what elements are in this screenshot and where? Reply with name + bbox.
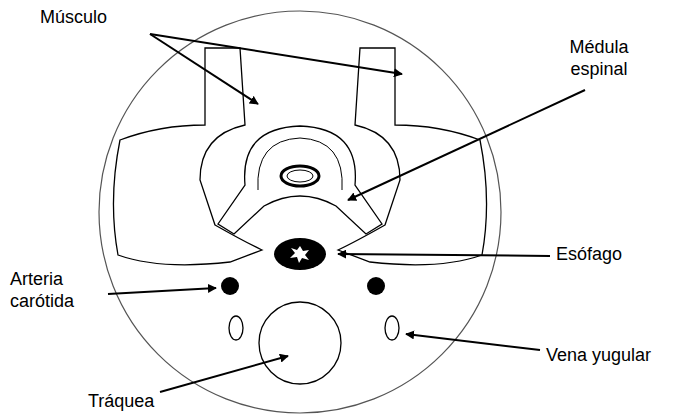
- esophagus: [274, 238, 326, 270]
- muscle-right: [338, 48, 487, 265]
- part-label: Tráquea: [88, 390, 154, 412]
- spinal-canal-inner: [287, 170, 313, 182]
- part-label: Vena yugular: [546, 344, 651, 366]
- leader-arrow: [150, 34, 402, 74]
- jugular-left: [229, 316, 243, 340]
- jugular-right: [385, 316, 399, 340]
- leader-arrow: [150, 34, 258, 104]
- leader-arrow: [108, 288, 216, 294]
- part-label: Músculo: [40, 6, 107, 28]
- neck-outline: [99, 11, 501, 413]
- carotid-right: [367, 277, 385, 295]
- vertebra: [218, 126, 382, 234]
- part-label: Médula espinal: [553, 36, 645, 80]
- leader-arrow: [348, 90, 585, 200]
- leader-arrow: [406, 334, 540, 350]
- part-label: Esófago: [556, 243, 622, 265]
- muscle-left: [113, 48, 262, 265]
- spinal-canal: [281, 166, 319, 186]
- leader-arrow: [160, 356, 288, 392]
- carotid-left: [221, 277, 239, 295]
- trachea: [259, 302, 341, 384]
- part-label: Arteria carótida: [10, 268, 105, 312]
- vertebra-inner: [258, 138, 342, 190]
- esophagus-lumen: [290, 246, 309, 263]
- leader-arrow: [338, 254, 550, 256]
